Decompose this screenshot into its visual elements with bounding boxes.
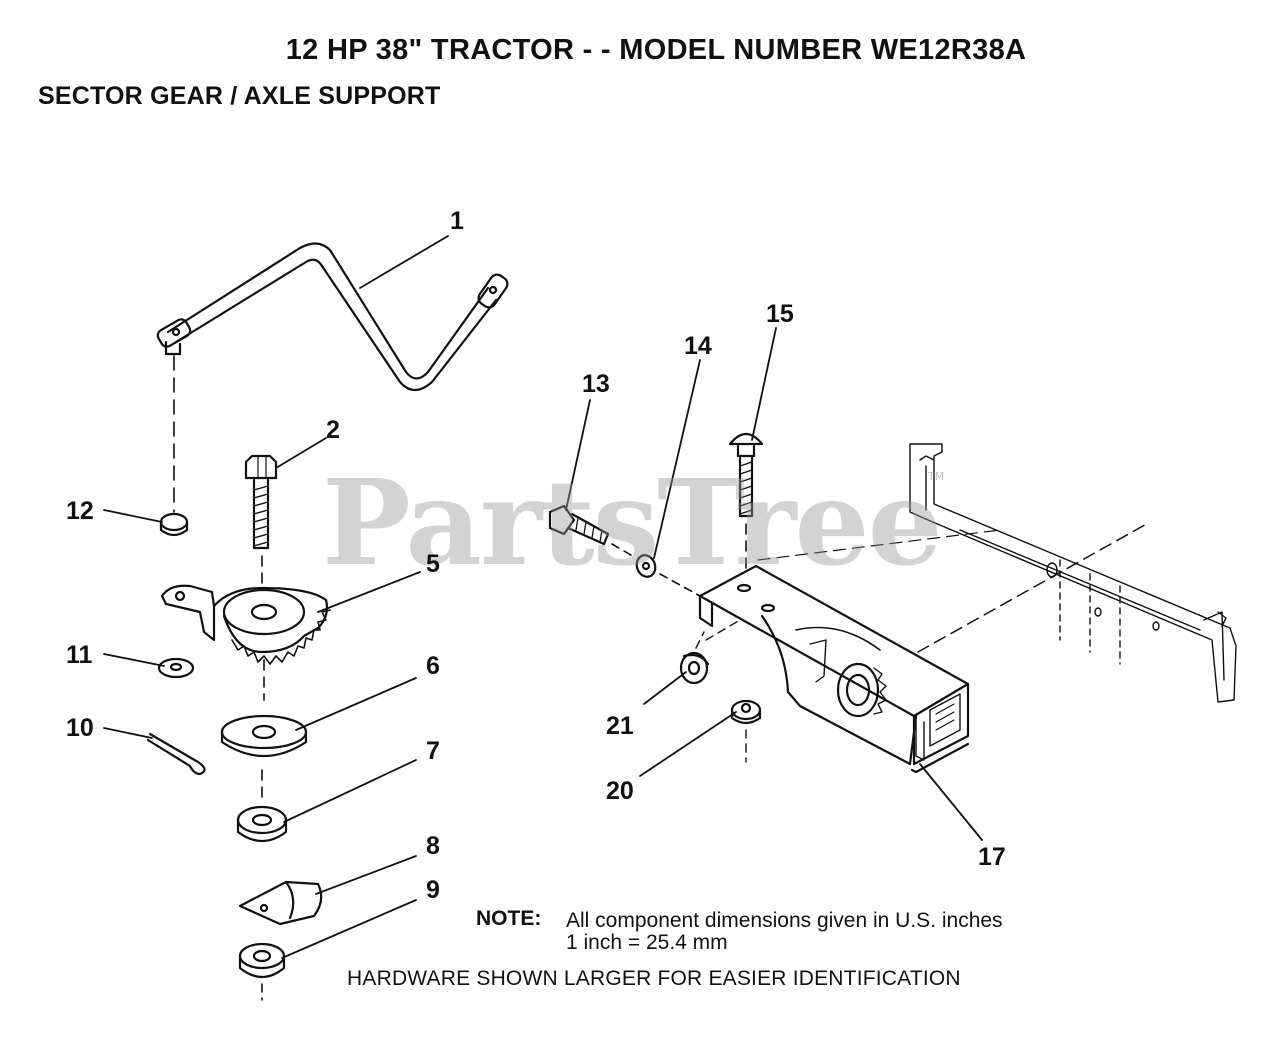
part-label-13[interactable]: 13: [582, 370, 610, 398]
watermark: PartsTree: [322, 453, 943, 592]
washer-part-14: [635, 554, 657, 578]
spacer-part-21: [679, 651, 710, 685]
hardware-note: HARDWARE SHOWN LARGER FOR EASIER IDENTIF…: [347, 967, 961, 990]
part-label-14[interactable]: 14: [684, 332, 712, 360]
cotter-pin-part-10: [146, 732, 206, 776]
bolt-part-13: [548, 504, 610, 546]
note-conversion: 1 inch = 25.4 mm: [566, 931, 728, 954]
part-label-8[interactable]: 8: [426, 832, 440, 860]
centerline-14-support: [659, 573, 701, 597]
centerline-support-frame: [917, 521, 1151, 653]
spacer-part-6: [220, 714, 308, 758]
part-label-7[interactable]: 7: [426, 737, 440, 765]
part-label-10[interactable]: 10: [66, 714, 94, 742]
part-label-6[interactable]: 6: [426, 652, 440, 680]
centerline-13-14: [611, 543, 637, 559]
centerline-support-frame-2: [757, 529, 1001, 561]
hex-bolt-part-2: [244, 454, 278, 550]
washer-part-11: [157, 657, 195, 679]
part-label-9[interactable]: 9: [426, 876, 440, 904]
tractor-frame: [909, 443, 1237, 703]
watermark-trademark: TM: [928, 470, 945, 483]
part-label-2[interactable]: 2: [326, 416, 340, 444]
note-dimensions: All component dimensions given in U.S. i…: [566, 909, 1003, 932]
centerline-21: [695, 619, 741, 649]
part-label-15[interactable]: 15: [766, 300, 794, 328]
sector-gear-part-5: [160, 584, 331, 665]
part-label-12[interactable]: 12: [66, 497, 94, 525]
flange-nut-part-20: [730, 699, 762, 725]
part-label-21[interactable]: 21: [606, 712, 634, 740]
nut-part-7: [236, 805, 288, 843]
part-label-5[interactable]: 5: [426, 550, 440, 578]
flange-nut-part-12: [159, 512, 189, 537]
leader-lines: [103, 235, 983, 959]
part-label-17[interactable]: 17: [978, 843, 1006, 871]
page-title: 12 HP 38" TRACTOR - - MODEL NUMBER WE12R…: [285, 34, 1027, 66]
axle-support-part-17: [698, 564, 970, 774]
part-label-11[interactable]: 11: [66, 641, 93, 669]
nut-part-9: [238, 942, 286, 979]
part-label-1[interactable]: 1: [450, 207, 464, 235]
note-label: NOTE:: [476, 907, 542, 930]
section-subtitle: SECTOR GEAR / AXLE SUPPORT: [38, 82, 441, 110]
carriage-bolt-part-15: [728, 432, 764, 518]
part-label-20[interactable]: 20: [606, 777, 634, 805]
clip-part-8: [238, 880, 323, 926]
drag-link-part-1: [156, 242, 509, 392]
